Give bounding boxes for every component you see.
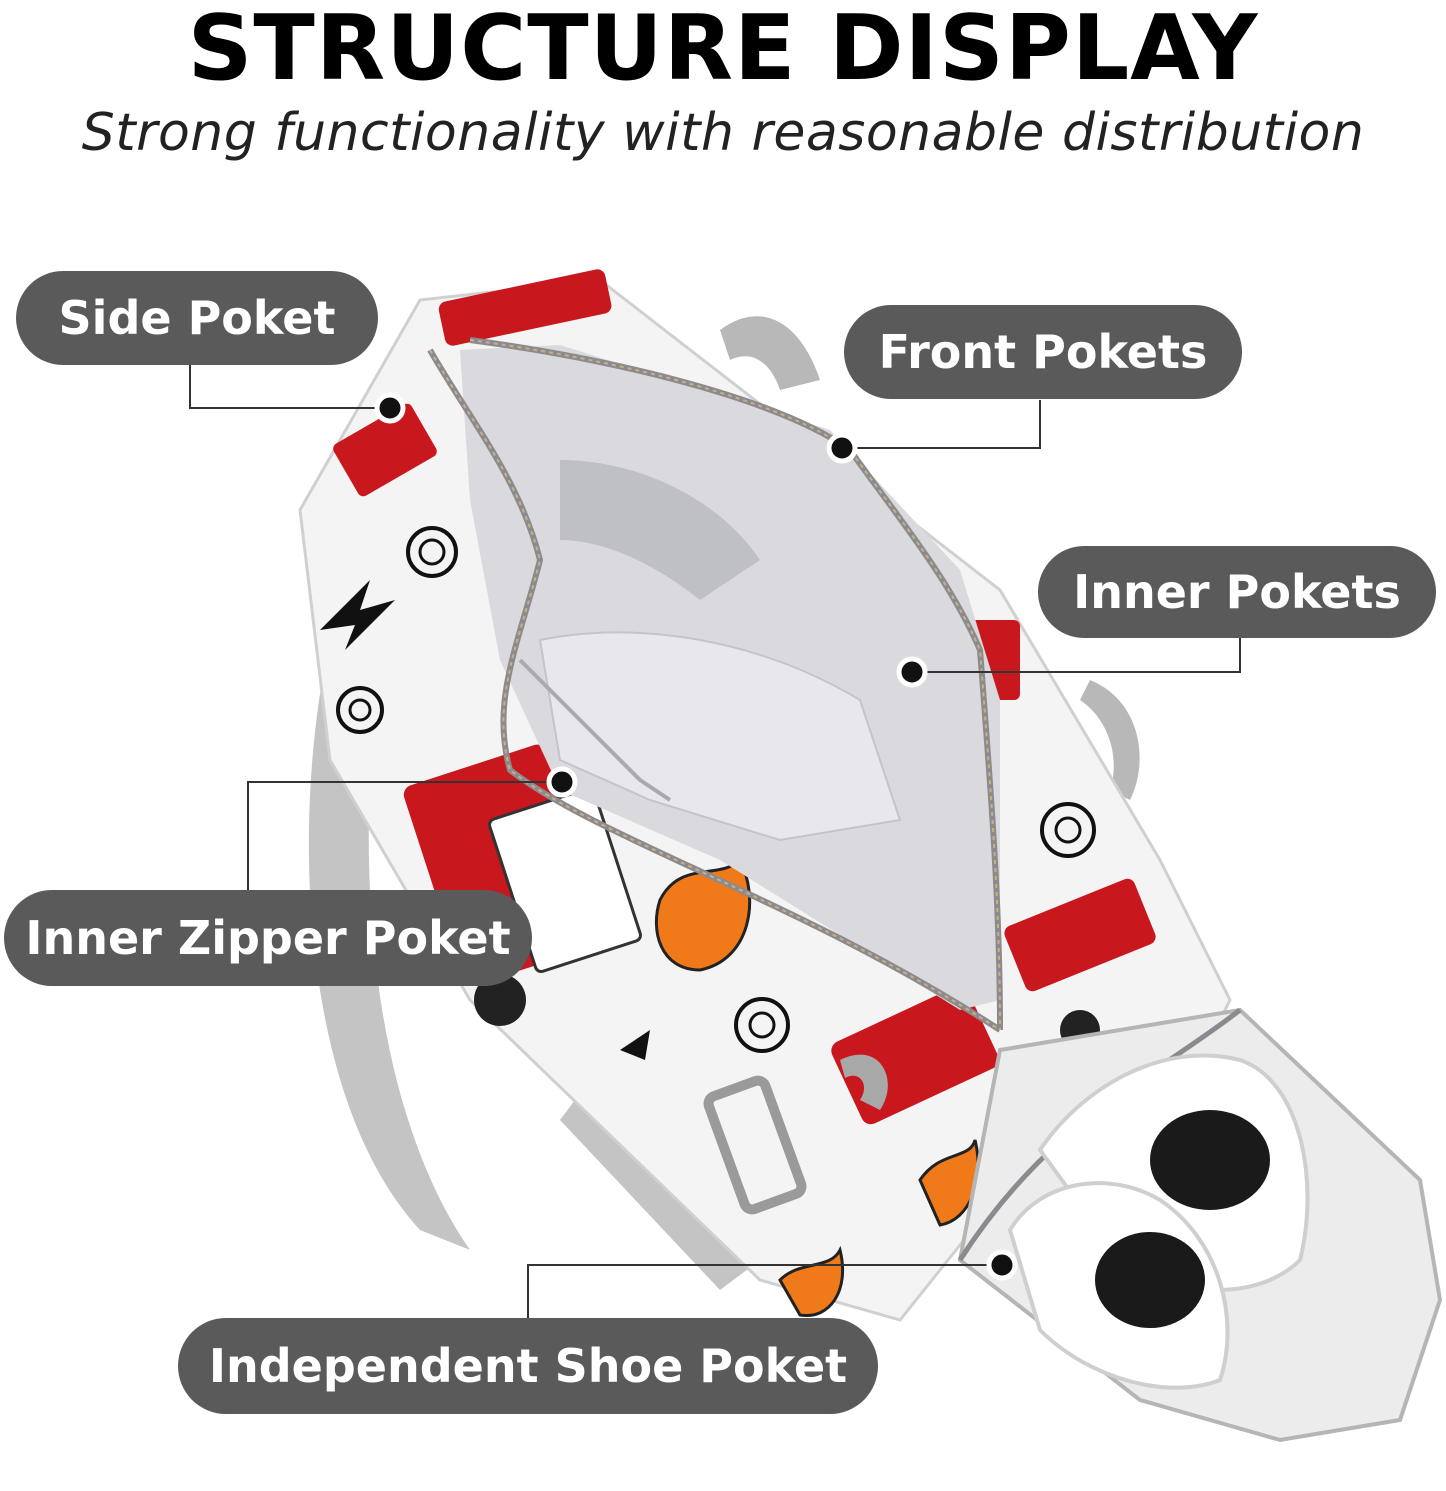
- callout-dots: [374, 392, 1018, 1281]
- handle-strap-right: [720, 316, 820, 390]
- snap-hook: [840, 1054, 888, 1110]
- callout-inner-pockets-label: Inner Pokets: [1073, 565, 1401, 619]
- inner-zipper-pocket-panel: [518, 658, 672, 802]
- callout-side-pocket-label: Side Poket: [58, 291, 336, 345]
- sneakers: [1007, 1053, 1310, 1390]
- inner-pocket: [538, 631, 902, 842]
- zipper-left-teeth: [429, 349, 1001, 1031]
- callout-inner-zipper-pocket-label: Inner Zipper Poket: [25, 911, 511, 965]
- callout-shoe-pocket-label: Independent Shoe Poket: [208, 1339, 848, 1393]
- callout-leaders: [189, 365, 1241, 1318]
- lining-shadow: [560, 460, 760, 600]
- strap-buckle: [703, 1075, 807, 1215]
- callout-front-pockets-label: Front Pokets: [878, 325, 1208, 379]
- callout-shoe-pocket: Independent Shoe Poket: [178, 1318, 878, 1414]
- callout-inner-pockets: Inner Pokets: [1038, 546, 1436, 638]
- callout-side-pocket: Side Poket: [16, 271, 378, 365]
- page-title: STRUCTURE DISPLAY: [187, 0, 1259, 101]
- zipper-right-teeth: [469, 339, 1001, 1031]
- page-subtitle: Strong functionality with reasonable dis…: [81, 103, 1365, 163]
- callout-inner-zipper-pocket: Inner Zipper Poket: [4, 890, 532, 986]
- side-strap-right: [1080, 680, 1140, 800]
- callout-front-pockets: Front Pokets: [844, 305, 1242, 399]
